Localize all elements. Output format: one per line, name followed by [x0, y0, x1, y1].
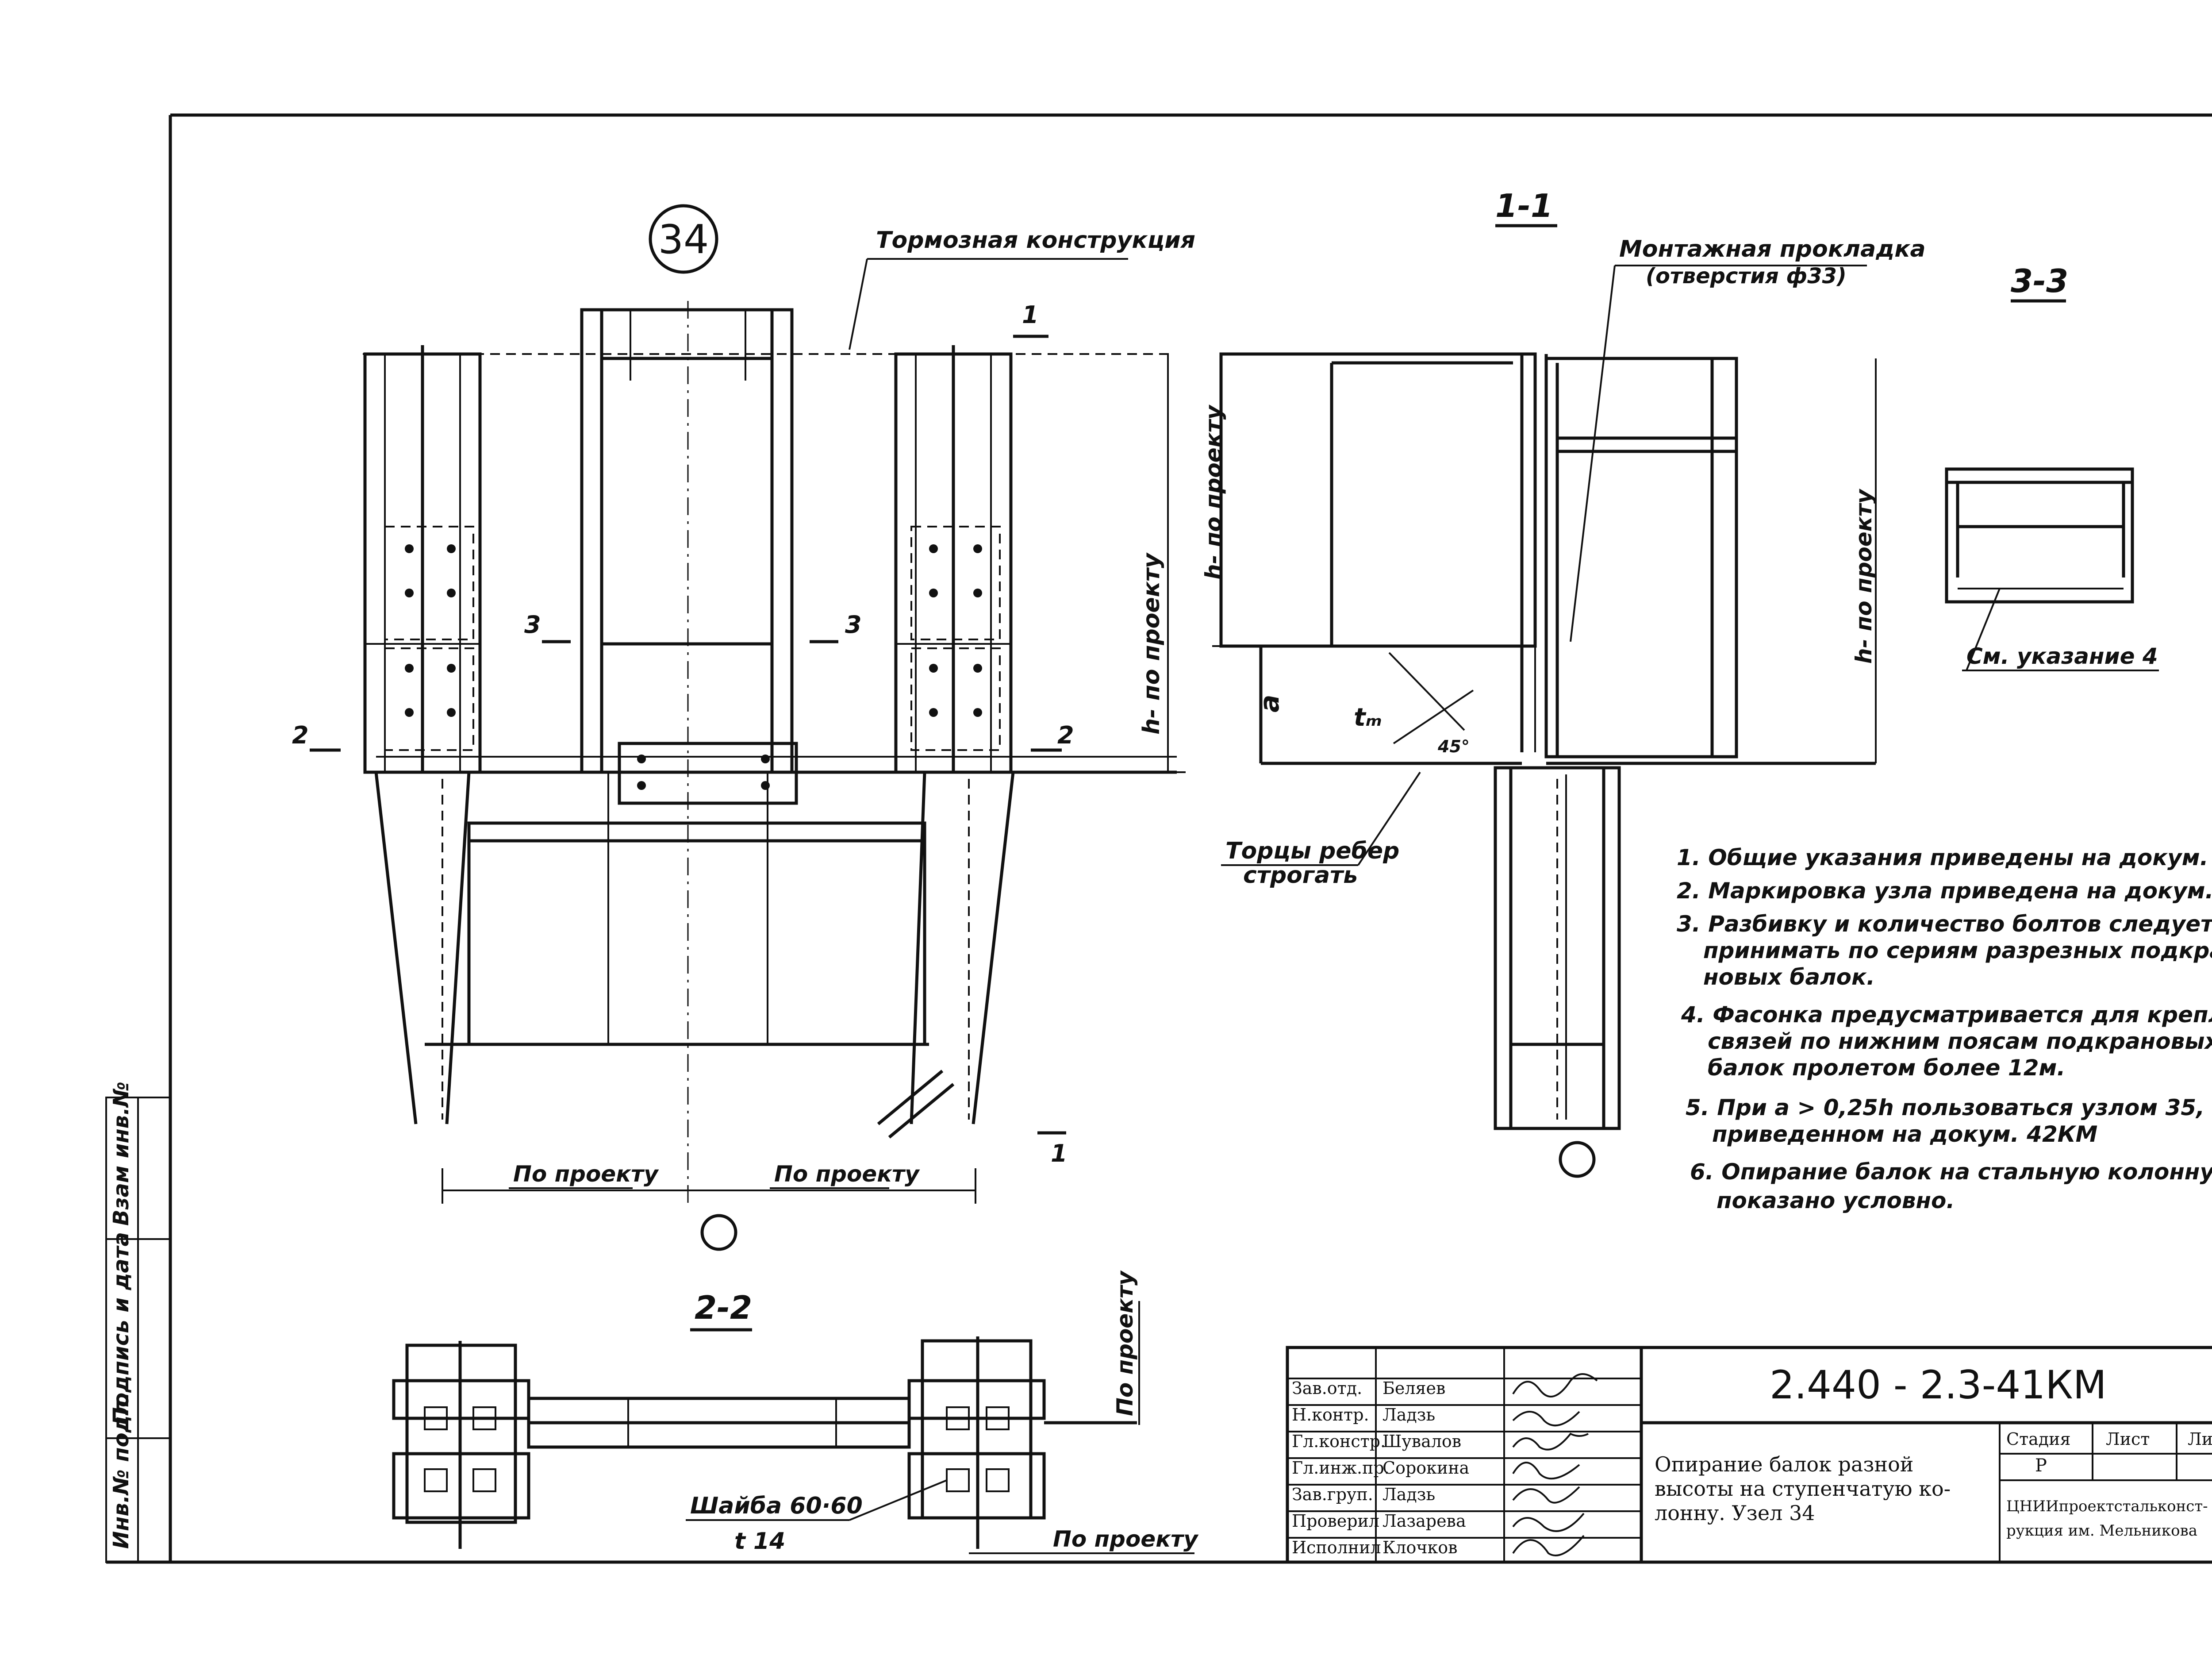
name-4: Ладзь [1382, 1485, 1435, 1504]
callout-see: См. указание 4 [1966, 643, 2158, 669]
gusset-plate [618, 742, 798, 805]
role-2: Гл.констр. [1292, 1432, 1386, 1451]
stage-value: Р [2035, 1455, 2047, 1476]
note-line-9: 5. При a > 0,25h пользоваться узлом 35, [1686, 1095, 2204, 1120]
name-6: Клочков [1382, 1538, 1458, 1557]
name-2: Шувалов [1382, 1432, 1461, 1451]
section-3-3: 3-3 См. указание 4 [1945, 262, 2159, 671]
name-0: Беляев [1382, 1378, 1445, 1398]
role-3: Гл.инж.пр. [1292, 1458, 1390, 1478]
plan-right-column [907, 1336, 1046, 1549]
mark-1-top: 1 [1022, 301, 1039, 329]
dim-right: По проекту [774, 1161, 920, 1187]
note-line-1: 1. Общие указания приведены на докум. 01… [1677, 845, 2212, 870]
washer-label: Шайба 60·60 [690, 1493, 863, 1519]
mark-3-right: 3 [845, 611, 862, 639]
section-1-1: 1-1 Монтажная прокладка (отверстия ф33) … [1201, 187, 1926, 1178]
mark-2-right: 2 [1057, 721, 1074, 749]
mark-1-bottom: 1 [1051, 1140, 1068, 1167]
title-line-2: высоты на ступенчатую ко- [1655, 1477, 1951, 1501]
callout-brake: Тормозная конструкция [876, 227, 1195, 254]
axis-marker-11 [1559, 1141, 1596, 1178]
node-number-circle [649, 204, 718, 274]
label-a: a [1254, 695, 1285, 713]
section-1-1-title: 1-1 [1495, 187, 1553, 224]
side-inv-repl: Взам инв.№ [109, 1082, 134, 1226]
label-t-angle: 45° [1437, 737, 1470, 756]
sheet-header: Лист [2106, 1429, 2150, 1449]
name-1: Ладзь [1382, 1405, 1435, 1424]
role-5: Проверил [1292, 1511, 1379, 1531]
callout-ribs-2: строгать [1243, 862, 1358, 889]
note-line-2: 2. Маркировка узла приведена на докум. 0… [1677, 878, 2212, 904]
note-line-4: принимать по сериям разрезных подкра- [1703, 938, 2212, 963]
callout-pad: Монтажная прокладка [1619, 236, 1926, 262]
section-2-2-title: 2-2 [695, 1289, 752, 1326]
side-stamp: Инв.№ подл. Подпись и дата Взам инв.№ [105, 1082, 171, 1563]
stage-header: Стадия [2006, 1429, 2070, 1449]
dim-side: По проекту [1112, 1270, 1138, 1416]
bolt-group-left [405, 544, 456, 717]
notes-block: 1. Общие указания приведены на докум. 01… [1677, 845, 2212, 1213]
role-1: Н.контр. [1292, 1405, 1369, 1424]
dim-bottom: По проекту [1053, 1526, 1199, 1552]
note-line-7: связей по нижним поясам подкрановых [1708, 1028, 2212, 1054]
doc-code: 2.440 - 2.3-41КМ [1770, 1362, 2107, 1408]
label-h-11-right: h- по проекту [1851, 488, 1877, 664]
label-t: tₘ [1354, 703, 1382, 732]
name-5: Лазарева [1382, 1511, 1466, 1531]
note-line-6: 4. Фасонка предусматривается для креплен… [1681, 1002, 2212, 1028]
note-line-5: новых балок. [1703, 964, 1875, 990]
section-3-3-title: 3-3 [2011, 262, 2068, 300]
side-inv-orig: Инв.№ подл. [109, 1392, 134, 1549]
callout-pad-holes: (отверстия ф33) [1646, 264, 1847, 289]
note-line-3: 3. Разбивку и количество болтов следует [1677, 911, 2212, 937]
plan-left-column [392, 1341, 530, 1549]
callout-ribs-1: Торцы ребер [1225, 838, 1399, 864]
label-h-11-left: h- по проекту [1201, 404, 1226, 580]
role-4: Зав.груп. [1292, 1485, 1373, 1504]
org-line-2: рукция им. Мельникова [2006, 1522, 2197, 1540]
note-line-10: приведенном на докум. 42КМ [1712, 1121, 2097, 1147]
mark-2-left: 2 [292, 721, 309, 749]
mark-3-left: 3 [524, 611, 541, 639]
note-line-8: балок пролетом более 12м. [1708, 1055, 2065, 1081]
role-6: Исполнил [1292, 1538, 1381, 1557]
role-0: Зав.отд. [1292, 1378, 1362, 1398]
dim-left: По проекту [513, 1161, 659, 1187]
org-line-1: ЦНИИпроектстальконст- [2006, 1498, 2208, 1515]
label-h-main: h- по проекту [1138, 552, 1165, 735]
title-line-1: Опирание балок разной [1655, 1452, 1913, 1476]
node-number: 34 [658, 216, 709, 263]
name-3: Сорокина [1382, 1458, 1469, 1478]
thickness-label: t 14 [734, 1528, 785, 1555]
note-line-11: 6. Опирание балок на стальную колонну [1690, 1159, 2212, 1185]
signatures [1512, 1373, 1598, 1556]
title-block: Зав.отд. Н.контр. Гл.констр. Гл.инж.пр. … [1286, 1346, 2212, 1564]
side-sign-date: Подпись и дата [109, 1232, 134, 1425]
main-elevation: 34 Тормозная конструкция [292, 204, 1195, 1251]
axis-marker-main [700, 1214, 737, 1251]
title-line-3: лонну. Узел 34 [1655, 1501, 1815, 1525]
sheets-header: Листов [2188, 1429, 2212, 1449]
section-2-2: 2-2 Шайба 60·60 t 14 По проекту [392, 1270, 1199, 1555]
bolt-group-right [929, 544, 982, 717]
note-line-12: показано условно. [1717, 1188, 1955, 1213]
